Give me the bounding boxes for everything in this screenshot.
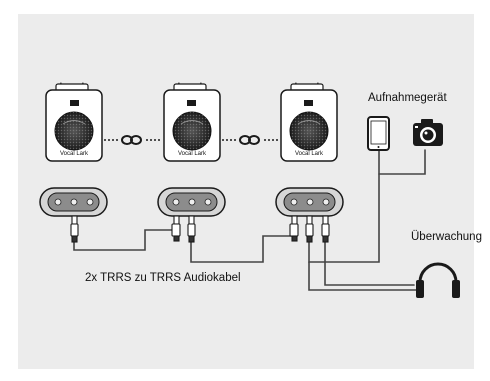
cable-1 (73, 229, 173, 251)
transmitter-1 (45, 82, 103, 162)
monitoring-label: Überwachung (411, 231, 482, 243)
link-icon (239, 135, 260, 145)
audio-cables (73, 149, 426, 291)
receiver-2 (157, 187, 226, 217)
brand-label: Vocal Lark (295, 151, 324, 157)
cable-label: 2x TRRS zu TRRS Audiokabel (85, 272, 241, 284)
cable-recording-cam (378, 149, 426, 175)
headphones-icon (416, 262, 460, 298)
cable-recording (308, 149, 380, 263)
recording-device-label: Aufnahmegerät (368, 92, 447, 104)
smartphone-icon (367, 116, 390, 151)
link-connectors (104, 135, 279, 145)
transmitter-2 (163, 82, 221, 162)
cable-monitoring (324, 241, 415, 286)
trrs-plugs (70, 215, 330, 243)
receiver-1 (39, 187, 108, 217)
brand-label: Vocal Lark (178, 151, 207, 157)
receiver-3 (275, 187, 344, 217)
brand-label: Vocal Lark (60, 151, 89, 157)
link-icon (121, 135, 142, 145)
transmitter-3 (280, 82, 338, 162)
camera-icon (413, 119, 443, 146)
cable-2 (190, 235, 294, 263)
